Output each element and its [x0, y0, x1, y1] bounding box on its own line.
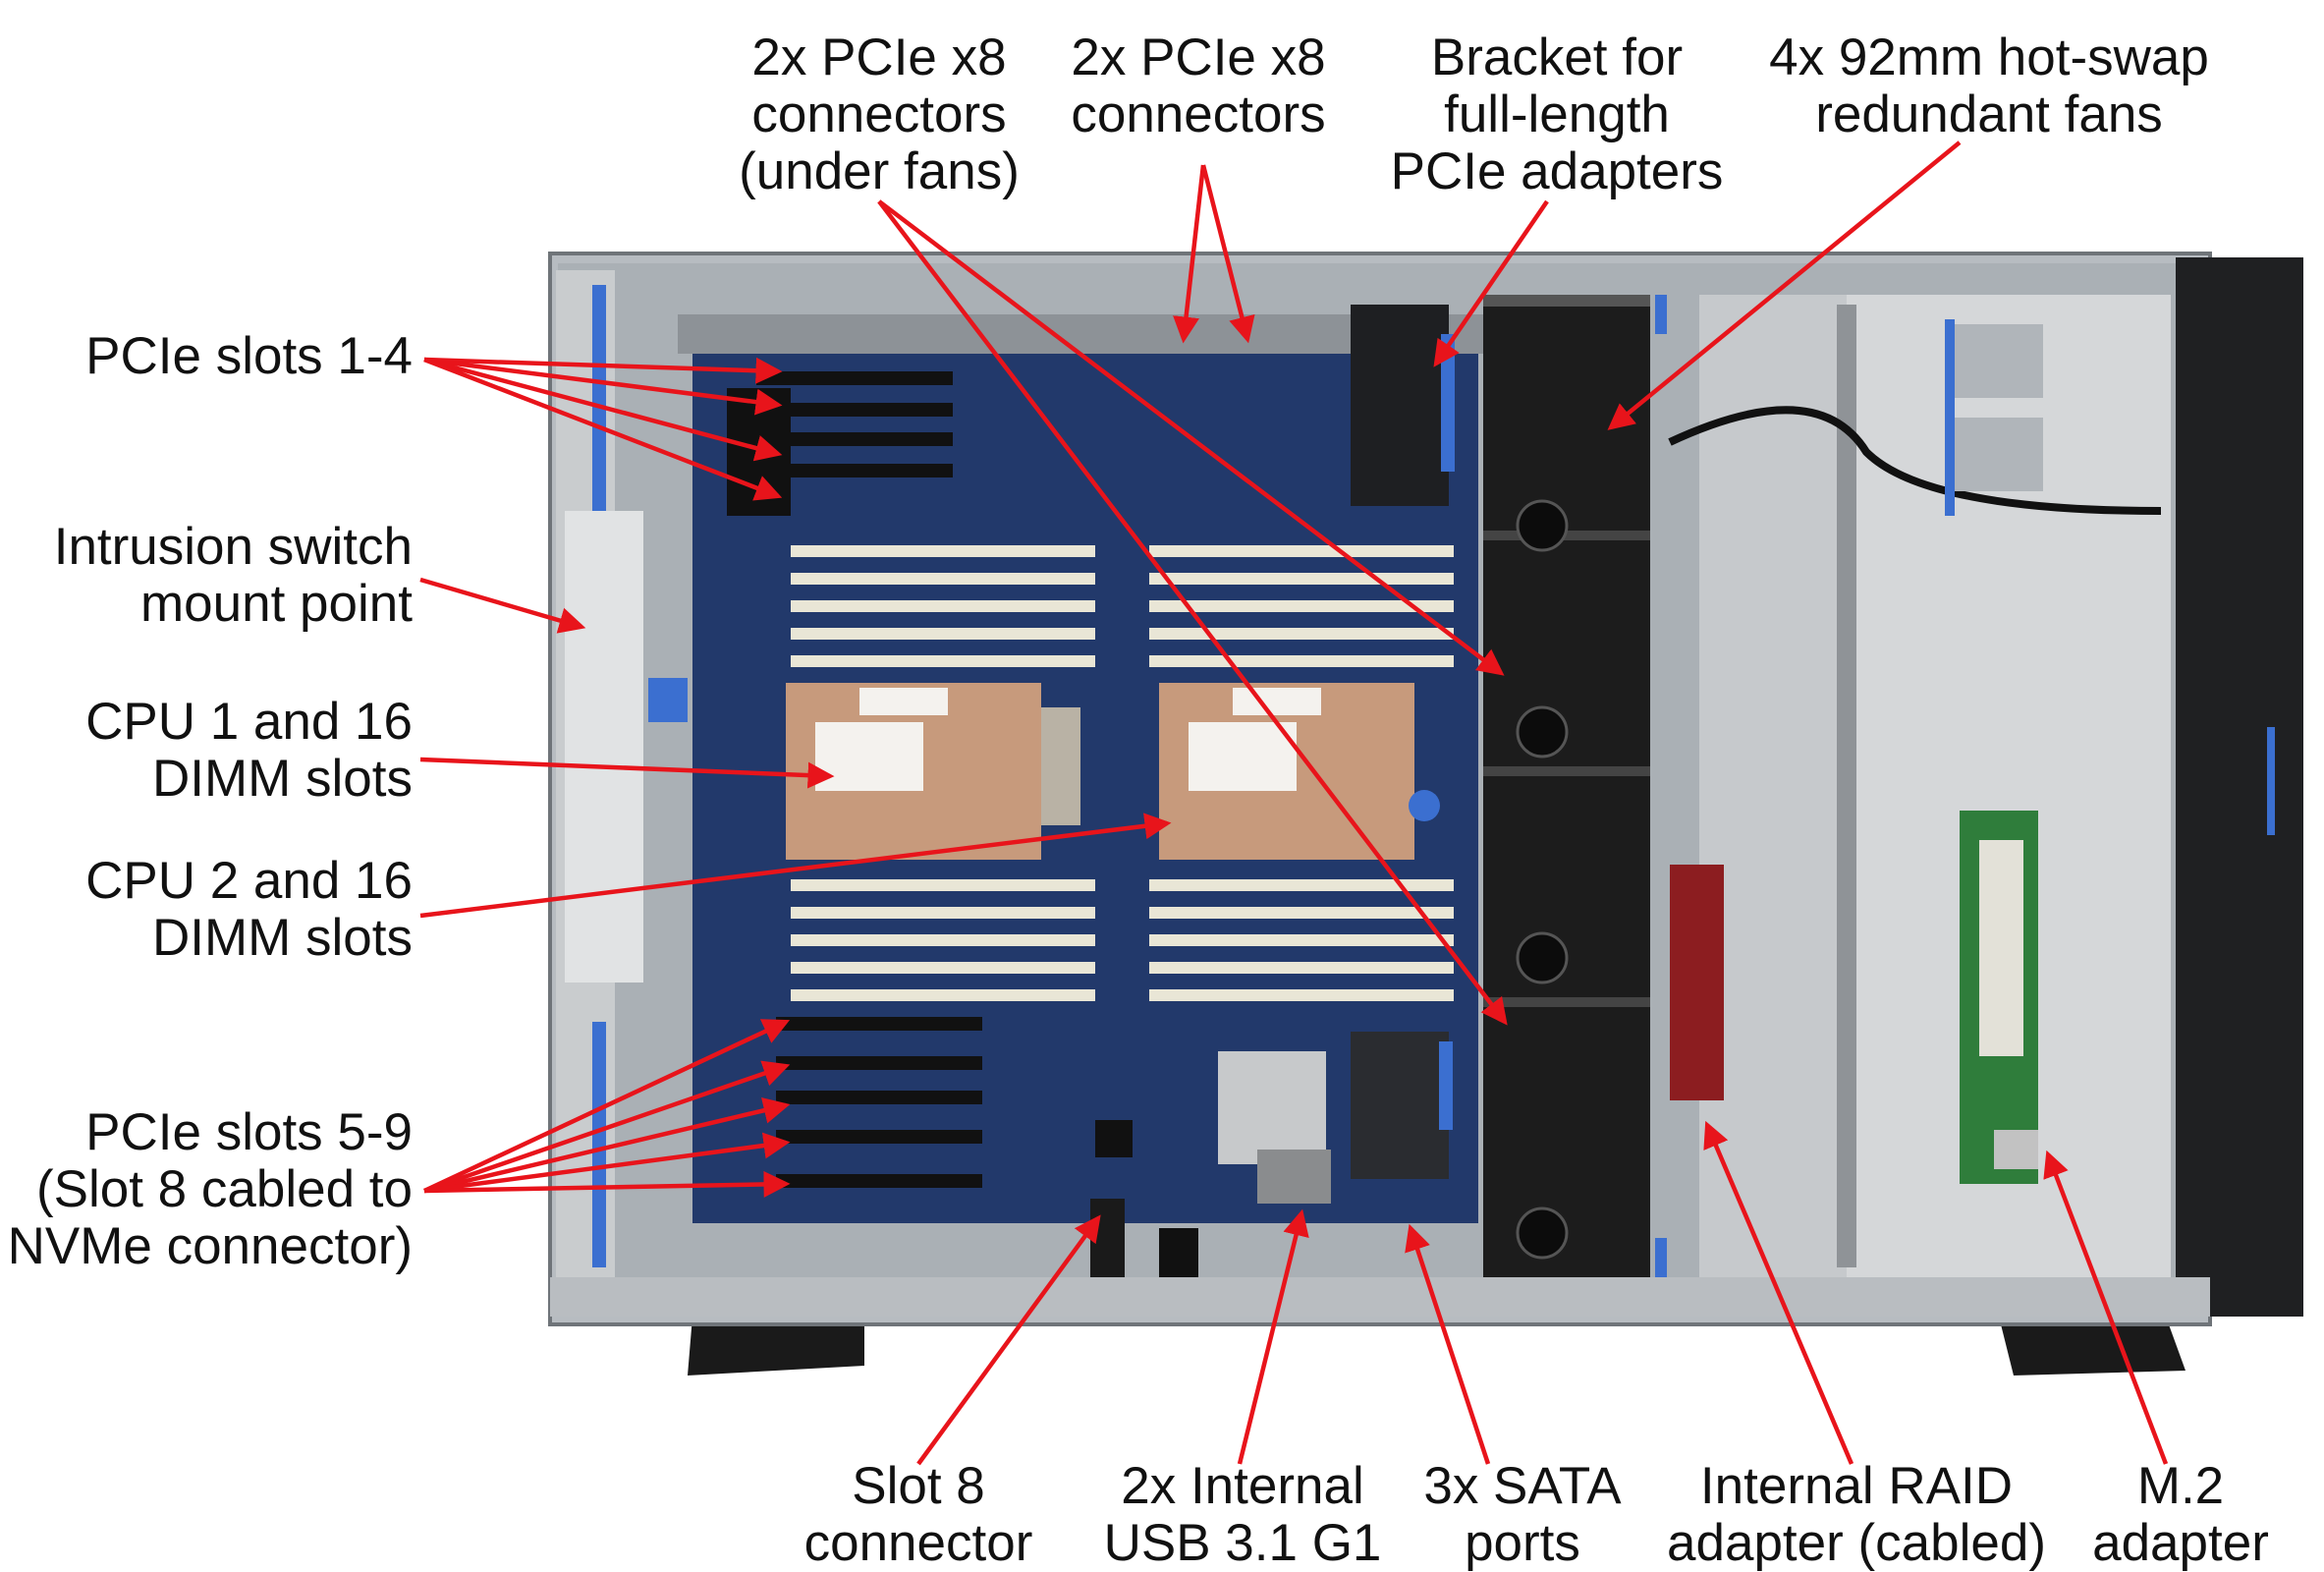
- arrow-pcie-8: [423, 1132, 791, 1194]
- label-cpu1: CPU 1 and 16 DIMM slots: [85, 693, 413, 808]
- arrow-pcie-6: [423, 1060, 791, 1194]
- label-pcie-x8: 2x PCIe x8 connectors: [1071, 28, 1326, 143]
- arrow-pcie-under-fans-2: [877, 199, 1508, 1026]
- raid-adapter: [1670, 865, 1724, 1100]
- arrow-pcie-4: [423, 357, 783, 501]
- arrow-pcie-under-fans-1: [877, 199, 1505, 676]
- label-pcie-slots-5-9: PCIe slots 5-9 (Slot 8 cabled to NVMe co…: [7, 1103, 413, 1275]
- arrow-pcie-x8-1: [1173, 164, 1206, 344]
- arrow-usb: [1237, 1208, 1309, 1465]
- arrow-m2: [2043, 1150, 2169, 1465]
- label-m2: M.2 adapter: [2092, 1457, 2269, 1572]
- label-fans: 4x 92mm hot-swap redundant fans: [1769, 28, 2209, 143]
- arrow-pcie-1: [423, 357, 783, 384]
- label-pcie-slots-1-4: PCIe slots 1-4: [85, 327, 413, 385]
- arrow-pcie-x8-2: [1200, 164, 1255, 344]
- arrow-pcie-9: [423, 1170, 791, 1198]
- arrow-pcie-2: [423, 357, 783, 416]
- label-raid: Internal RAID adapter (cabled): [1667, 1457, 2046, 1572]
- arrow-sata: [1405, 1223, 1491, 1465]
- label-bracket: Bracket for full-length PCIe adapters: [1390, 28, 1724, 200]
- label-slot8: Slot 8 connector: [803, 1457, 1033, 1572]
- arrow-pcie-3: [423, 357, 783, 462]
- arrow-raid: [1703, 1120, 1854, 1465]
- front-bezel: [2176, 257, 2303, 1317]
- arrow-bracket: [1433, 199, 1549, 367]
- label-cpu2: CPU 2 and 16 DIMM slots: [85, 852, 413, 967]
- arrow-pcie-5: [423, 1019, 791, 1194]
- label-sata: 3x SATA ports: [1423, 1457, 1622, 1572]
- arrow-pcie-7: [423, 1097, 791, 1194]
- cpu-heatsinks: [786, 683, 1414, 860]
- arrow-intrusion: [419, 577, 586, 634]
- chassis-feet: [688, 1317, 2186, 1376]
- arrow-cpu2: [419, 813, 1172, 919]
- pcie-slots-lower: [776, 1017, 982, 1188]
- arrow-fans: [1607, 140, 1962, 430]
- fan-cage: [1483, 295, 1667, 1277]
- arrow-slot8: [916, 1214, 1101, 1466]
- label-usb: 2x Internal USB 3.1 G1: [1103, 1457, 1382, 1572]
- label-intrusion: Intrusion switch mount point: [53, 518, 413, 633]
- label-pcie-x8-under-fans: 2x PCIe x8 connectors (under fans): [739, 28, 1020, 200]
- arrow-cpu1: [419, 757, 835, 789]
